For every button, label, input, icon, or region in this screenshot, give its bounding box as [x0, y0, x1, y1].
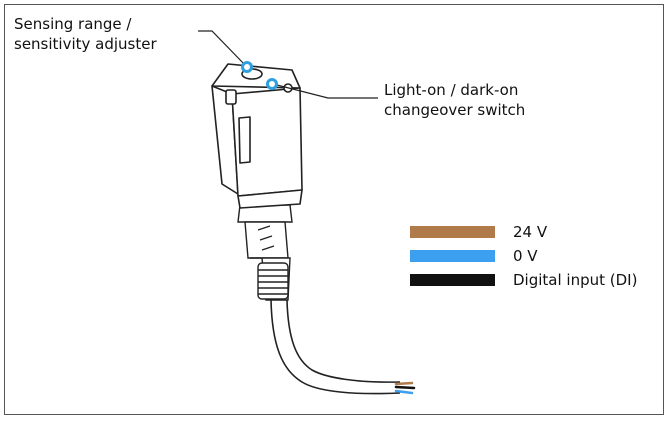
legend-swatch-di: [410, 274, 495, 286]
legend-swatch-0v: [410, 250, 495, 262]
wire-legend: 24 V 0 V Digital input (DI): [410, 220, 637, 292]
sensor-cable: [270, 299, 401, 395]
adjuster-marker: [241, 61, 253, 73]
diagram-frame: [4, 4, 664, 415]
legend-label-24v: 24 V: [513, 223, 548, 241]
switch-callout-line-1: Light-on / dark-on: [384, 81, 519, 99]
wire-di: [394, 385, 416, 390]
legend-label-di: Digital input (DI): [513, 271, 638, 289]
switch-marker: [266, 78, 278, 90]
legend-swatch-24v: [410, 226, 495, 238]
sensor-body: [211, 63, 303, 209]
legend-item-0v: 0 V: [410, 244, 637, 268]
legend-label-0v: 0 V: [513, 247, 538, 265]
adjuster-callout-line-2: sensitivity adjuster: [14, 35, 157, 53]
wire-0v: [394, 389, 414, 395]
legend-item-di: Digital input (DI): [410, 268, 637, 292]
switch-callout-line-2: changeover switch: [384, 101, 526, 119]
wire-24v: [394, 381, 414, 386]
cable-wires: [394, 381, 416, 395]
adjuster-callout-line-1: Sensing range /: [14, 15, 132, 33]
sensor-connector: [237, 204, 293, 301]
switch-callout: Light-on / dark-on changeover switch: [384, 80, 525, 120]
adjuster-callout: Sensing range / sensitivity adjuster: [14, 14, 157, 54]
legend-item-24v: 24 V: [410, 220, 637, 244]
callout-lines: [198, 30, 378, 99]
